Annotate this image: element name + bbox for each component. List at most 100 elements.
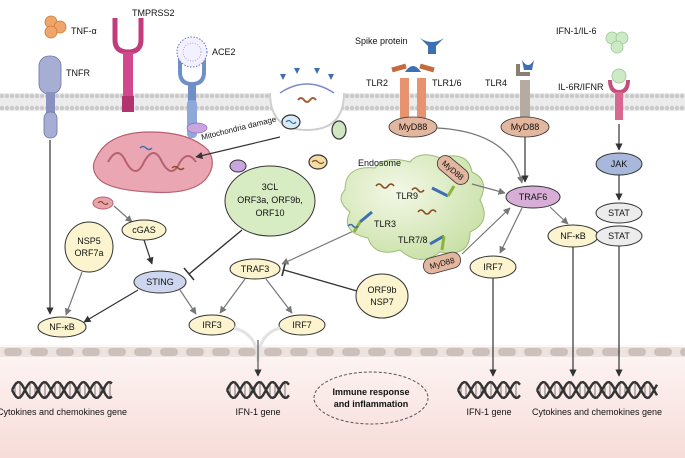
mito-damage-label: Mitochondria damage bbox=[200, 114, 277, 141]
svg-text:cGAS: cGAS bbox=[132, 225, 156, 235]
traf6-node: TRAF6 bbox=[505, 185, 561, 209]
svg-text:ORF10: ORF10 bbox=[255, 208, 284, 218]
viral-entry-bud bbox=[269, 68, 345, 132]
dna-helices bbox=[10, 380, 659, 400]
arrow-myd88-tlr2-traf6 bbox=[436, 127, 525, 184]
arrow-traf6-irf7 bbox=[499, 207, 523, 254]
tlr3-label: TLR3 bbox=[374, 219, 396, 229]
mitochondrion-icon bbox=[92, 131, 213, 194]
svg-text:STAT: STAT bbox=[608, 208, 630, 218]
arrow-tlr78-traf6 bbox=[461, 207, 511, 255]
nfkb-left-node: NF-κB bbox=[37, 316, 87, 338]
tmprss2-label: TMPRSS2 bbox=[132, 8, 175, 18]
tlr78-label: TLR7/8 bbox=[398, 235, 428, 245]
svg-text:TRAF6: TRAF6 bbox=[519, 192, 548, 202]
tlr78-receptor bbox=[429, 234, 446, 251]
svg-text:and inflammation: and inflammation bbox=[334, 399, 409, 409]
irf7-right-node: IRF7 bbox=[469, 255, 517, 279]
arrow-mito-damage bbox=[195, 136, 281, 160]
svg-text:ORF7a: ORF7a bbox=[74, 248, 103, 258]
stat-node-2: STAT bbox=[595, 225, 643, 247]
gene-label-center: IFN-1 gene bbox=[235, 407, 280, 417]
svg-text:NSP7: NSP7 bbox=[370, 297, 394, 307]
svg-text:NSP5: NSP5 bbox=[77, 236, 101, 246]
tlr16-label: TLR1/6 bbox=[432, 78, 462, 88]
traf3-node: TRAF3 bbox=[229, 258, 281, 280]
ifn1-il6-label: IFN-1/IL-6 bbox=[556, 26, 597, 36]
arrow-traf3-irf7 bbox=[265, 278, 293, 314]
jak-node: JAK bbox=[595, 152, 643, 176]
svg-text:ORF3a, ORF9b,: ORF3a, ORF9b, bbox=[237, 195, 303, 205]
stat-node-1: STAT bbox=[595, 202, 643, 224]
svg-text:IRF3: IRF3 bbox=[202, 320, 222, 330]
tlr9-label: TLR9 bbox=[396, 191, 418, 201]
inhibit-bar-orf9b bbox=[281, 263, 286, 277]
arrow-traf3-irf3 bbox=[219, 278, 246, 314]
arrow-cgas-sting bbox=[143, 239, 154, 265]
svg-text:3CL: 3CL bbox=[262, 182, 279, 192]
myd88-tlr78-node: MyD88 bbox=[422, 251, 462, 275]
arrow-mtdna-cgas bbox=[113, 205, 133, 223]
myd88-tlr4-node: MyD88 bbox=[500, 116, 550, 138]
tlr2-tlr16-receptor bbox=[391, 63, 435, 118]
arrow-tlr9-traf6 bbox=[471, 183, 506, 195]
spike-protein-icon bbox=[420, 38, 444, 54]
arrow-tlr3-traf3 bbox=[281, 227, 361, 265]
spike-protein-label: Spike protein bbox=[355, 36, 408, 46]
myd88-tlr9-node: MyD88 bbox=[436, 155, 470, 185]
gene-label-mid-right: IFN-1 gene bbox=[466, 407, 511, 417]
tmprss2-receptor bbox=[112, 18, 144, 112]
irf3-node: IRF3 bbox=[188, 314, 236, 336]
tlr2-label: TLR2 bbox=[366, 78, 388, 88]
inhibit-orf9b-traf3 bbox=[283, 269, 358, 292]
viral-rna-fragments bbox=[347, 183, 437, 229]
svg-text:NF-κB: NF-κB bbox=[49, 322, 75, 332]
nucleus-band bbox=[0, 345, 685, 458]
svg-text:TRAF3: TRAF3 bbox=[241, 264, 270, 274]
il6r-ifnr-label: IL-6R/IFNR bbox=[558, 82, 604, 92]
inhibit-3cl-sting bbox=[188, 229, 243, 275]
gene-label-left: Cytokines and chemokines gene bbox=[0, 407, 127, 417]
svg-text:NF-κB: NF-κB bbox=[560, 231, 586, 241]
orf9b-nsp7-node: ORF9b NSP7 bbox=[355, 273, 409, 319]
endosome-label: Endosome bbox=[358, 158, 401, 168]
tnf-alpha-label: TNF-α bbox=[71, 26, 97, 36]
tlr9-receptor bbox=[431, 185, 456, 198]
inhibit-bar-3cl bbox=[183, 267, 195, 281]
svg-text:JAK: JAK bbox=[611, 159, 628, 169]
sars-cov-2-virion-icon bbox=[176, 36, 208, 68]
svg-text:MyD88: MyD88 bbox=[399, 122, 428, 132]
endosome bbox=[340, 154, 485, 260]
ifn1-il6-ligand bbox=[605, 31, 629, 54]
immune-response-callout: Immune response and inflammation bbox=[313, 371, 429, 425]
svg-text:IRF7: IRF7 bbox=[483, 262, 503, 272]
arrow-sting-irf3 bbox=[179, 289, 197, 315]
ace2-label: ACE2 bbox=[212, 47, 236, 57]
svg-text:MyD88: MyD88 bbox=[511, 122, 540, 132]
irf7-center-node: IRF7 bbox=[278, 314, 326, 336]
svg-text:IRF7: IRF7 bbox=[292, 320, 312, 330]
tnfr-receptor bbox=[38, 55, 62, 139]
svg-text:ORF9b: ORF9b bbox=[367, 285, 396, 295]
viral-protein-node-3cl: 3CL ORF3a, ORF9b, ORF10 bbox=[224, 165, 316, 237]
svg-text:STAT: STAT bbox=[608, 231, 630, 241]
myd88-tlr2-node: MyD88 bbox=[388, 116, 438, 138]
vesicle-icon bbox=[186, 114, 347, 173]
tnfr-label: TNFR bbox=[66, 68, 90, 78]
nuclear-pores bbox=[4, 348, 685, 356]
nfkb-right-node: NF-κB bbox=[547, 224, 599, 248]
svg-text:Immune response: Immune response bbox=[332, 387, 409, 397]
sting-node: STING bbox=[133, 270, 187, 294]
arrow-traf6-nfkb bbox=[549, 206, 569, 225]
il6r-ifnr-receptor bbox=[608, 68, 630, 120]
arrow-nsp5-nfkb bbox=[64, 271, 83, 316]
nsp5-orf7a-node: NSP5 ORF7a bbox=[64, 221, 114, 273]
cgas-node: cGAS bbox=[121, 219, 167, 241]
arrow-sting-nfkb bbox=[83, 289, 139, 323]
tnf-alpha-ligand bbox=[44, 15, 67, 39]
gene-label-right: Cytokines and chemokines gene bbox=[532, 407, 662, 417]
tlr4-label: TLR4 bbox=[485, 78, 507, 88]
svg-text:STING: STING bbox=[146, 277, 174, 287]
tlr4-receptor bbox=[516, 60, 534, 118]
